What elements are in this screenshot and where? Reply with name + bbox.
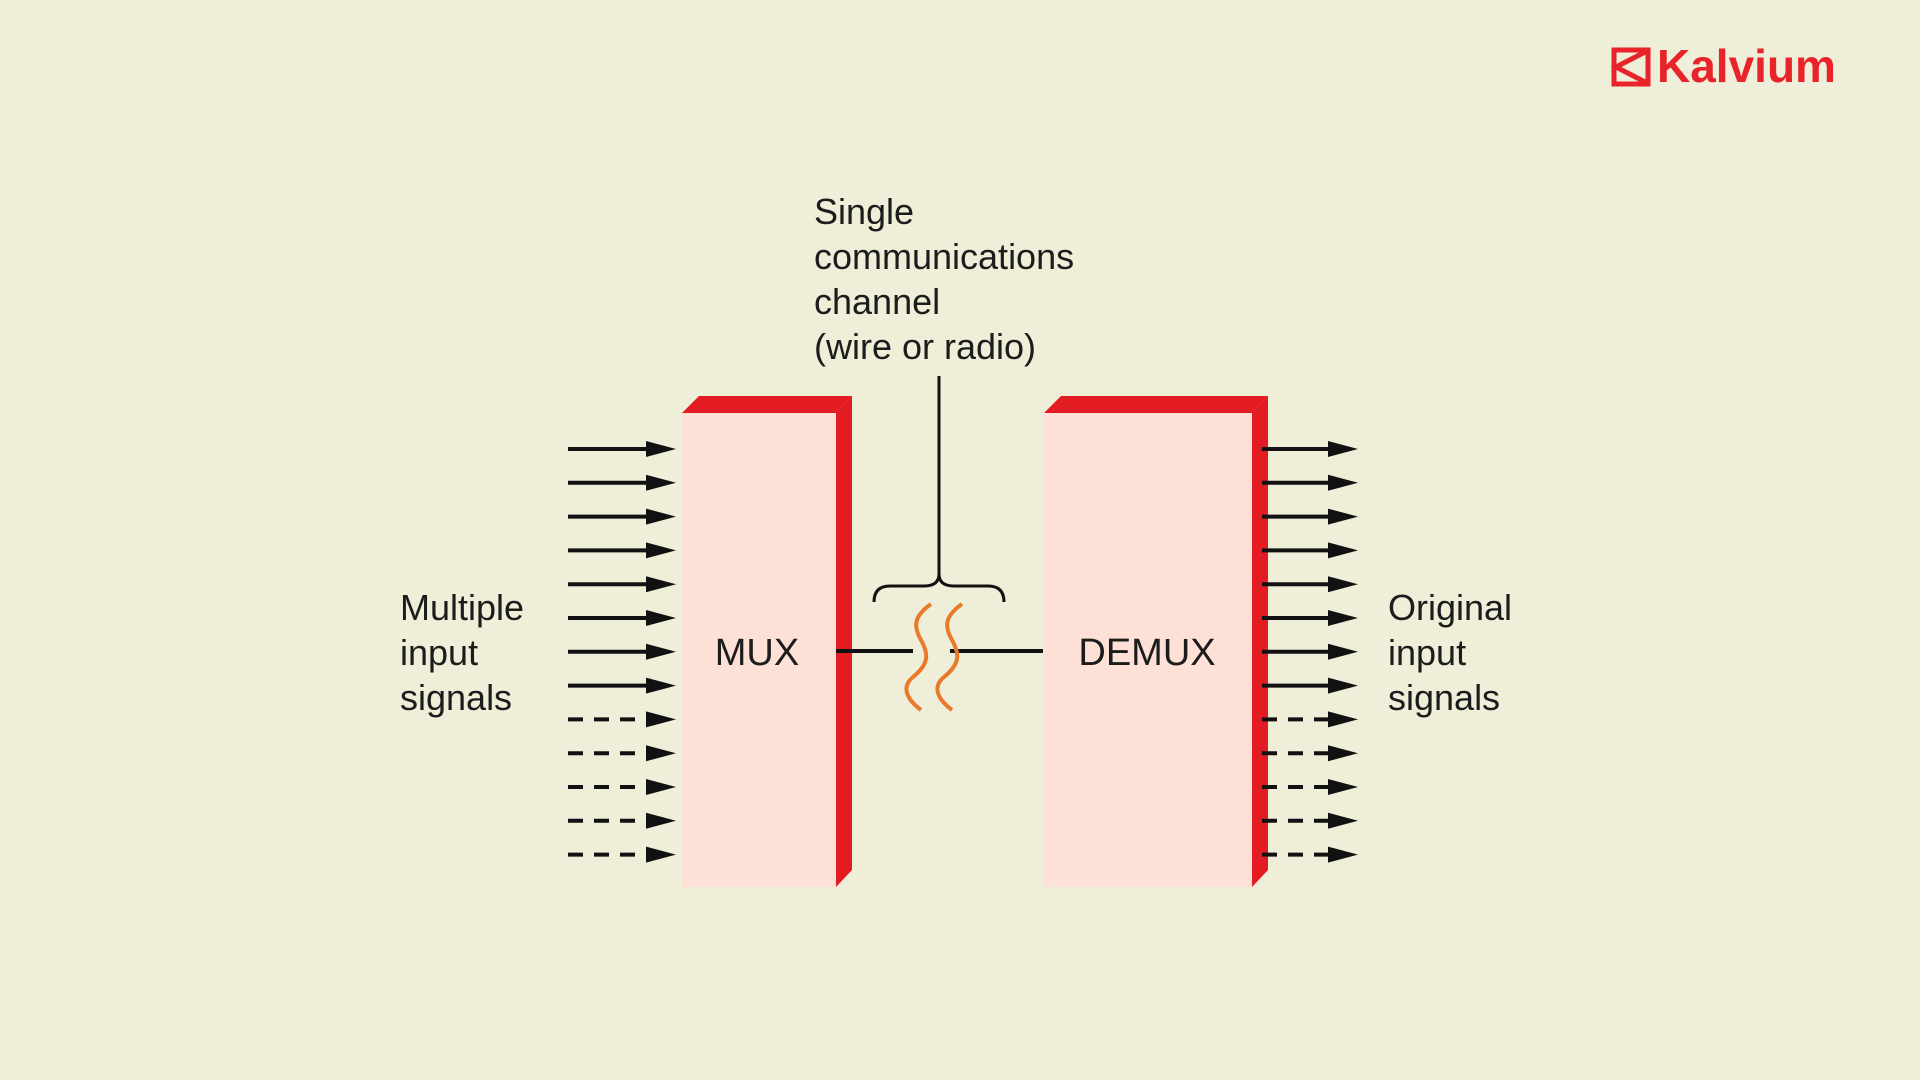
- arrow-head: [1328, 643, 1358, 660]
- input-signal-dashed-arrow: [568, 846, 676, 863]
- output-signal-arrows: [1262, 441, 1358, 863]
- arrow-head: [646, 711, 676, 728]
- input-signal-solid-arrow: [568, 441, 676, 457]
- output-signal-dashed-arrow: [1262, 846, 1358, 863]
- input-signal-dashed-arrow: [568, 779, 676, 795]
- arrow-head: [646, 610, 676, 626]
- mux-block-top-edge: [682, 396, 852, 413]
- input-signal-solid-arrow: [568, 610, 676, 626]
- arrow-head: [646, 643, 676, 660]
- input-signal-solid-arrow: [568, 677, 676, 694]
- output-signal-dashed-arrow: [1262, 779, 1358, 795]
- demux-block-side-edge: [1252, 396, 1268, 887]
- kalvium-logo: Kalvium: [1610, 40, 1836, 92]
- arrow-head: [646, 779, 676, 795]
- arrow-head: [646, 441, 676, 457]
- output-signal-solid-arrow: [1262, 542, 1358, 559]
- output-label-line: Original: [1388, 587, 1512, 628]
- arrow-head: [646, 508, 676, 525]
- arrow-head: [1328, 610, 1358, 626]
- input-label-line: Multiple: [400, 587, 524, 628]
- arrow-head: [646, 812, 676, 829]
- arrow-head: [646, 846, 676, 863]
- demux-label: DEMUX: [1078, 632, 1215, 674]
- input-signals-label: Multiple input signals: [400, 587, 534, 718]
- input-signal-solid-arrow: [568, 542, 676, 559]
- arrow-head: [1328, 508, 1358, 525]
- channel-label-line: Single: [814, 191, 914, 232]
- arrow-head: [646, 474, 676, 491]
- output-signal-solid-arrow: [1262, 643, 1358, 660]
- output-label-line: signals: [1388, 677, 1500, 718]
- input-signal-dashed-arrow: [568, 812, 676, 829]
- brand-name: Kalvium: [1657, 40, 1836, 92]
- input-signal-solid-arrow: [568, 643, 676, 660]
- mux-block-face: [682, 413, 836, 887]
- output-signal-dashed-arrow: [1262, 812, 1358, 829]
- output-signal-solid-arrow: [1262, 677, 1358, 694]
- output-signal-dashed-arrow: [1262, 745, 1358, 762]
- arrow-head: [1328, 745, 1358, 762]
- channel-label: Single communications channel (wire or r…: [814, 191, 1084, 367]
- wave-symbol-left: [904, 602, 933, 712]
- arrow-head: [1328, 846, 1358, 863]
- mux-label: MUX: [715, 632, 799, 674]
- channel-label-line: channel: [814, 281, 940, 322]
- arrow-head: [1328, 576, 1358, 593]
- arrow-head: [1328, 474, 1358, 491]
- arrow-head: [1328, 711, 1358, 728]
- input-label-line: signals: [400, 677, 512, 718]
- input-signal-solid-arrow: [568, 576, 676, 593]
- output-signal-solid-arrow: [1262, 474, 1358, 491]
- output-signal-dashed-arrow: [1262, 711, 1358, 728]
- mux-block-side-edge: [836, 396, 852, 887]
- arrow-head: [1328, 779, 1358, 795]
- arrow-head: [646, 745, 676, 762]
- channel-label-line: communications: [814, 236, 1074, 277]
- output-label-line: input: [1388, 632, 1466, 673]
- demux-block-face: [1044, 413, 1252, 887]
- arrow-head: [646, 542, 676, 559]
- demux-block-top-edge: [1044, 396, 1268, 413]
- arrow-head: [1328, 542, 1358, 559]
- wave-symbol-right: [935, 602, 964, 712]
- mux-block: MUX: [682, 396, 852, 887]
- input-signal-solid-arrow: [568, 474, 676, 491]
- input-signal-dashed-arrow: [568, 745, 676, 762]
- arrow-head: [646, 677, 676, 694]
- arrow-head: [1328, 812, 1358, 829]
- kalvium-logo-icon: [1610, 47, 1651, 87]
- output-signals-label: Original input signals: [1388, 587, 1522, 718]
- input-signal-solid-arrow: [568, 508, 676, 525]
- input-label-line: input: [400, 632, 478, 673]
- arrow-head: [1328, 677, 1358, 694]
- output-signal-solid-arrow: [1262, 576, 1358, 593]
- input-signal-dashed-arrow: [568, 711, 676, 728]
- arrow-head: [646, 576, 676, 593]
- output-signal-solid-arrow: [1262, 441, 1358, 457]
- output-signal-solid-arrow: [1262, 508, 1358, 525]
- channel-label-line: (wire or radio): [814, 326, 1036, 367]
- input-signal-arrows: [568, 441, 676, 863]
- demux-block: DEMUX: [1044, 396, 1268, 887]
- arrow-head: [1328, 441, 1358, 457]
- output-signal-solid-arrow: [1262, 610, 1358, 626]
- channel-brace: [872, 573, 1006, 603]
